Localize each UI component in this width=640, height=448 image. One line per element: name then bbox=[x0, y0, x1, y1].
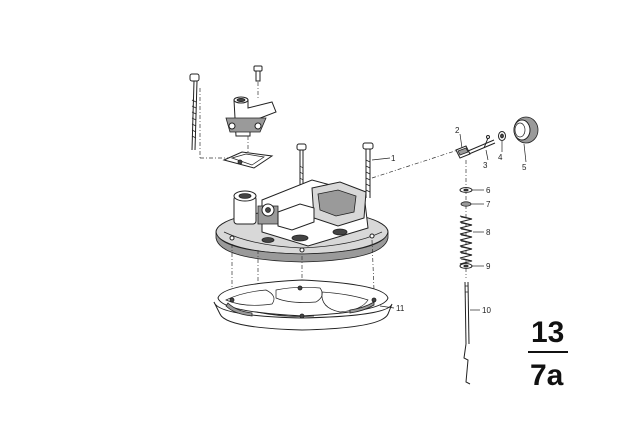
choke-elbow-housing bbox=[225, 96, 277, 137]
circlip bbox=[460, 201, 472, 207]
washer-lower bbox=[459, 263, 473, 269]
callout-4: 4 bbox=[498, 153, 503, 162]
washer-upper bbox=[459, 187, 473, 193]
pin bbox=[483, 135, 490, 149]
section-sub-number: 7a bbox=[530, 359, 564, 392]
callout-11: 11 bbox=[396, 304, 405, 313]
small-ring bbox=[498, 131, 506, 141]
callout-8: 8 bbox=[486, 228, 491, 237]
callout-5: 5 bbox=[522, 163, 527, 172]
callout-2: 2 bbox=[455, 126, 460, 135]
callout-3: 3 bbox=[483, 161, 488, 170]
compression-spring bbox=[459, 215, 473, 268]
callout-10: 10 bbox=[482, 306, 491, 315]
leader-3 bbox=[485, 149, 489, 161]
choke-lever bbox=[455, 139, 496, 159]
pull-rod bbox=[463, 281, 471, 385]
callout-6: 6 bbox=[486, 186, 491, 195]
callout-1: 1 bbox=[391, 154, 396, 163]
callout-9: 9 bbox=[486, 262, 491, 271]
assembly-axis bbox=[371, 149, 459, 179]
leader-5 bbox=[523, 143, 527, 163]
leader-1 bbox=[371, 157, 391, 161]
carburetor-cover bbox=[215, 179, 389, 263]
long-screw bbox=[189, 73, 200, 151]
section-code: 13 7a bbox=[528, 316, 568, 392]
base-gasket bbox=[213, 279, 393, 331]
leader-11 bbox=[379, 305, 395, 309]
callout-7: 7 bbox=[486, 200, 491, 209]
section-group-number: 13 bbox=[531, 316, 564, 349]
small-screw bbox=[253, 65, 263, 82]
leader-2 bbox=[459, 133, 463, 149]
housing-gasket bbox=[222, 151, 274, 169]
diaphragm-cap bbox=[513, 116, 539, 144]
cover-screw bbox=[362, 142, 374, 198]
